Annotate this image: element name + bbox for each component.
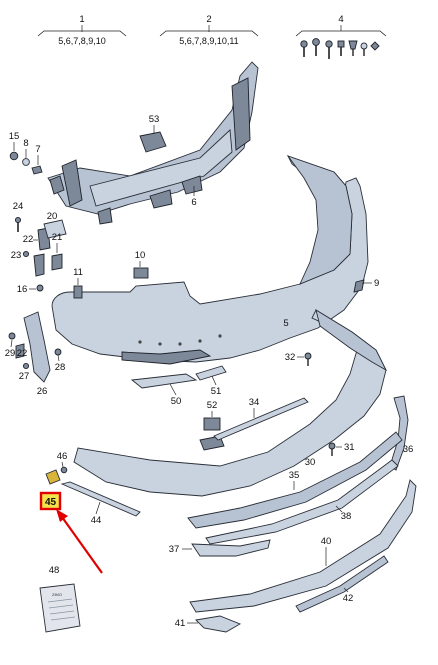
callout-46: 46 <box>57 451 68 462</box>
group-members-1: 5,6,7,8,9,10 <box>58 36 106 46</box>
part-50-trim <box>130 373 198 389</box>
callout-21: 21 <box>52 232 63 243</box>
callout-9: 9 <box>374 278 379 289</box>
callout-34: 34 <box>249 397 260 408</box>
part-22b-bracket <box>33 253 45 277</box>
callout-44: 44 <box>91 515 102 526</box>
callout-50: 50 <box>171 396 182 407</box>
part-26-side-bracket <box>23 311 51 383</box>
callout-52: 52 <box>207 400 218 411</box>
part-16-screw <box>36 284 44 292</box>
part-34-strip <box>213 397 309 441</box>
group-header-1: 1 5,6,7,8,9,10 <box>37 14 127 46</box>
part-35-grille-strip <box>187 431 403 529</box>
label-card-text: ZIMO <box>52 592 62 597</box>
callout-29: 29 <box>5 348 16 359</box>
callout-5: 5 <box>283 318 288 329</box>
callout-31: 31 <box>344 442 355 453</box>
group-number-4: 4 <box>338 14 343 25</box>
part-52-bracket <box>203 417 221 431</box>
group-header-2: 2 5,6,7,8,9,10,11 <box>159 14 259 46</box>
callout-40: 40 <box>321 536 332 547</box>
part-27-screw <box>22 362 30 370</box>
bumper-cover <box>51 155 369 365</box>
part-51-trim <box>195 365 227 381</box>
callout-24: 24 <box>13 201 24 212</box>
callout-35: 35 <box>289 470 300 481</box>
callout-23: 23 <box>11 250 22 261</box>
part-32-screw <box>304 352 312 366</box>
group-number-2: 2 <box>206 14 211 25</box>
group-members-2: 5,6,7,8,9,10,11 <box>179 36 238 46</box>
callout-51: 51 <box>211 386 222 397</box>
callout-45: 45 <box>45 497 57 508</box>
callout-42: 42 <box>343 593 354 604</box>
callout-38: 38 <box>341 511 352 522</box>
part-28-clip <box>54 348 62 356</box>
part-45-clip <box>45 469 61 485</box>
callout-30: 30 <box>305 457 316 468</box>
highlight-box <box>39 491 62 511</box>
callout-11: 11 <box>73 267 83 278</box>
part-40-lower-blade <box>189 479 417 613</box>
highlight-arrow <box>56 509 103 574</box>
callout-48: 48 <box>49 565 60 576</box>
callout-15: 15 <box>9 131 20 142</box>
part-15-screw <box>9 151 19 161</box>
fastener-set-icon <box>300 38 380 59</box>
callout-32: 32 <box>285 352 296 363</box>
callout-16: 16 <box>17 284 28 295</box>
callout-8: 8 <box>23 138 28 149</box>
callout-20: 20 <box>47 211 58 222</box>
group-header-4: 4 <box>295 14 387 37</box>
part-29-screw <box>8 332 16 340</box>
callout-53: 53 <box>149 114 160 125</box>
part-42-lower-strip <box>295 555 389 613</box>
part-38-trim-strip <box>205 459 399 545</box>
callout-36: 36 <box>403 444 414 455</box>
part-31-screw <box>328 442 336 456</box>
part-44-strip <box>60 481 141 517</box>
callout-27: 27 <box>19 371 30 382</box>
part-20-guide <box>43 219 67 239</box>
callout-22: 22 <box>23 234 34 245</box>
part-48-label-card: ZIMO <box>39 583 81 633</box>
callout-26: 26 <box>37 386 48 397</box>
part-41-end-cap <box>195 615 242 633</box>
part-11-clip <box>73 285 83 299</box>
callout-28: 28 <box>55 362 66 373</box>
part-23-screw <box>22 250 30 258</box>
part-10-clip <box>133 267 149 279</box>
part-46-screw <box>60 466 68 474</box>
part-53-bracket <box>139 131 167 153</box>
group-number-1: 1 <box>79 14 84 25</box>
part-7-bolt <box>31 165 43 175</box>
callout-37: 37 <box>169 544 180 555</box>
part-21-clip <box>51 253 63 271</box>
bumper-reinforcement <box>47 61 259 225</box>
callout-7: 7 <box>35 144 40 155</box>
callout-10: 10 <box>135 250 146 261</box>
part-37-reflector <box>191 539 271 557</box>
callout-41: 41 <box>175 618 186 629</box>
part-8-nut <box>22 158 30 166</box>
part-36-side-insert <box>389 395 409 471</box>
part-24-screw <box>14 216 22 232</box>
callout-22b: 22 <box>17 348 28 359</box>
callout-6: 6 <box>191 197 196 208</box>
part-22c-bracket <box>15 343 25 359</box>
